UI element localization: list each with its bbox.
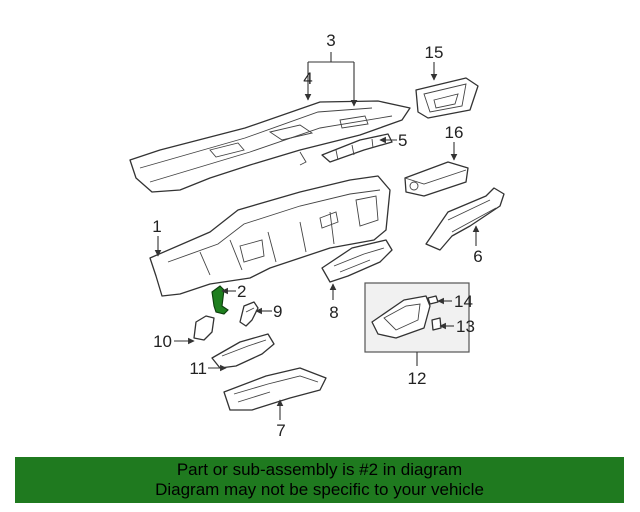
parts-diagram: 3 4 15 16 5 1 6 2 9 10 11 8 7 14 13 12 (129, 31, 505, 440)
callout-3: 3 (326, 31, 335, 50)
callout-9: 9 (273, 302, 282, 321)
banner-line-1: Part or sub-assembly is #2 in diagram (176, 460, 463, 479)
callout-7: 7 (276, 421, 285, 440)
part-16-module (404, 161, 469, 197)
callout-12: 12 (408, 369, 427, 388)
callout-2: 2 (237, 282, 246, 301)
part-7-knee-bolster (223, 367, 327, 411)
callout-16: 16 (445, 123, 464, 142)
callout-13: 13 (456, 317, 475, 336)
part-12-group (364, 282, 470, 353)
callout-6: 6 (473, 247, 482, 266)
part-8-bin (321, 239, 393, 283)
part-10-bracket (193, 315, 215, 341)
callout-14: 14 (454, 292, 473, 311)
part-15-vent (415, 77, 479, 119)
callout-11: 11 (189, 359, 207, 378)
callout-10: 10 (153, 332, 172, 351)
callout-8: 8 (329, 303, 338, 322)
part-6-glovebox-door (425, 187, 505, 251)
callout-1: 1 (152, 217, 161, 236)
leader-lines (154, 52, 480, 420)
info-banner: Part or sub-assembly is #2 in diagram Di… (15, 457, 624, 503)
callout-4: 4 (303, 69, 312, 88)
part-1-carrier (149, 175, 391, 297)
part-3-dash-pad (129, 100, 411, 193)
part-2-bracket (211, 285, 229, 315)
part-5-bracket (321, 133, 393, 163)
callout-5: 5 (398, 131, 407, 150)
banner-line-2: Diagram may not be specific to your vehi… (155, 480, 484, 499)
part-11-panel (211, 333, 275, 369)
part-9-clip (239, 301, 259, 327)
callout-15: 15 (425, 43, 444, 62)
